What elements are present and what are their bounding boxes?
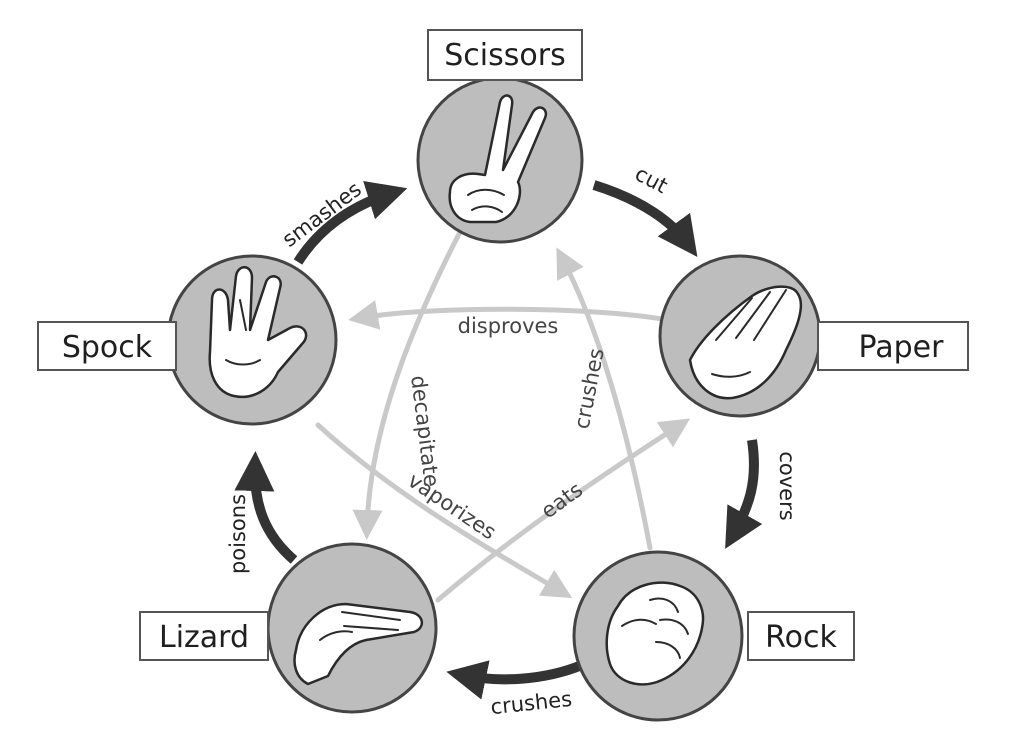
verb-cut: cut <box>631 161 671 198</box>
lizard-label: Lizard <box>159 620 249 655</box>
scissors-label-box <box>427 29 583 81</box>
lizard-hand-icon <box>293 602 423 686</box>
arrow-lizard-eats-paper <box>435 418 691 603</box>
rock-hand-icon <box>605 581 705 686</box>
node-rock: Rock <box>572 550 855 722</box>
arrow-lizard-poisons-spock <box>234 451 298 564</box>
node-scissors: Scissors <box>416 29 584 244</box>
node-lizard: Lizard <box>139 542 438 714</box>
spock-hand-icon <box>208 266 308 399</box>
verb-vaporizes: vaporizes <box>403 468 500 544</box>
scissors-label: Scissors <box>444 38 565 73</box>
verb-decapitate: decapitate <box>406 374 443 488</box>
node-paper: Paper <box>658 254 969 418</box>
inner-verb-labels: disproves decapitate crushes vaporizes e… <box>403 314 608 544</box>
arrow-scissors-cut-paper <box>592 180 698 257</box>
verb-crushes-outer: crushes <box>489 687 573 719</box>
rock-label-box <box>747 611 855 661</box>
spock-label: Spock <box>62 330 153 365</box>
verb-disproves: disproves <box>458 314 559 338</box>
lizard-label-box <box>139 611 269 661</box>
arrow-paper-disproves-spock <box>348 300 671 330</box>
spock-label-box <box>37 321 177 371</box>
paper-label: Paper <box>859 330 945 365</box>
verb-poisons: poisons <box>226 494 250 574</box>
outer-arrows <box>234 180 763 700</box>
arrow-spock-smashes-scissors <box>293 180 408 265</box>
arrow-paper-covers-rock <box>725 439 763 549</box>
verb-crushes-inner: crushes <box>570 346 609 431</box>
paper-label-box <box>817 321 969 371</box>
arrow-rock-crushes-scissors <box>556 247 653 551</box>
inner-arrows <box>315 229 691 603</box>
node-spock: Spock <box>37 254 338 426</box>
arrow-rock-crushes-lizard <box>446 660 584 700</box>
arrow-scissors-decapitate-lizard <box>352 229 463 540</box>
verb-covers: covers <box>775 451 799 520</box>
scissors-hand-icon <box>448 94 548 224</box>
arrow-spock-vaporizes-rock <box>315 422 573 599</box>
rock-label: Rock <box>765 620 837 655</box>
paper-hand-icon <box>688 285 803 400</box>
